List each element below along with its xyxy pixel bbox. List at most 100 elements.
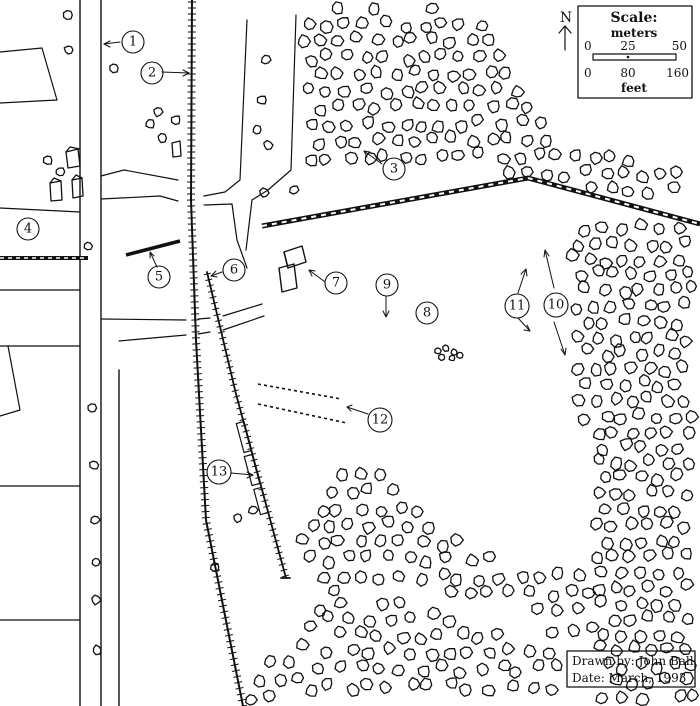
tree xyxy=(577,224,591,238)
railway-tie xyxy=(226,366,234,369)
arrow-11-down xyxy=(517,317,531,332)
feature-12-mark xyxy=(329,418,334,421)
tree xyxy=(594,593,607,608)
railway-tie xyxy=(266,516,274,520)
tree xyxy=(661,546,674,560)
tree xyxy=(635,470,649,482)
railway-tie xyxy=(224,360,232,363)
tree xyxy=(653,167,667,181)
tree xyxy=(314,66,329,80)
feature-12-mark xyxy=(305,413,310,416)
railway-tie xyxy=(277,557,285,561)
railway-tie xyxy=(229,657,238,661)
tree xyxy=(542,647,556,660)
tree xyxy=(521,135,534,148)
tree xyxy=(458,683,472,698)
tree xyxy=(625,515,639,531)
tree xyxy=(619,537,634,552)
tree xyxy=(322,555,336,570)
tree xyxy=(613,413,628,426)
tree xyxy=(63,45,74,55)
tree xyxy=(438,353,446,362)
tree xyxy=(472,145,484,159)
callout-2: 2 xyxy=(140,61,164,85)
tree xyxy=(153,107,164,118)
tree xyxy=(665,269,677,281)
tree xyxy=(634,439,647,454)
tree xyxy=(42,155,53,165)
railway-tie xyxy=(206,539,215,543)
tree xyxy=(483,647,496,659)
tree xyxy=(383,549,394,561)
tree xyxy=(397,631,412,645)
callout-3-label: 3 xyxy=(390,162,398,177)
tree xyxy=(516,571,530,585)
railway-tie xyxy=(235,687,244,690)
callout-6-label: 6 xyxy=(230,263,238,278)
tree xyxy=(490,627,505,641)
tree xyxy=(582,587,597,600)
callouts: 1 2 3 4 5 6 7 8 9 10 11 12 13 xyxy=(16,30,569,485)
tree xyxy=(670,318,684,332)
tree xyxy=(510,84,526,98)
railway-tie xyxy=(205,534,214,537)
tree xyxy=(425,2,440,15)
tree-cover xyxy=(42,1,700,706)
tree xyxy=(391,534,404,547)
tree xyxy=(312,138,326,152)
railway-tie xyxy=(203,528,212,531)
tree xyxy=(401,520,415,534)
tree xyxy=(473,49,488,63)
tree xyxy=(672,254,686,267)
callout-12: 12 xyxy=(367,407,393,433)
tree xyxy=(304,55,319,68)
tree xyxy=(91,594,102,606)
tree xyxy=(339,119,354,132)
tree xyxy=(680,578,695,591)
feature-12-mark xyxy=(341,421,346,424)
tree xyxy=(680,547,692,560)
arrow-1 xyxy=(103,41,121,45)
tree xyxy=(356,534,367,548)
tree xyxy=(675,359,689,374)
tree xyxy=(90,515,102,525)
tree xyxy=(631,282,644,297)
feature-12-mark xyxy=(323,417,328,420)
tree xyxy=(608,614,623,628)
tree xyxy=(625,678,639,692)
railway-tie xyxy=(231,389,239,392)
tree xyxy=(331,1,344,15)
tree xyxy=(600,470,612,484)
feature-12-mark xyxy=(269,385,274,388)
tree xyxy=(635,657,649,670)
tree xyxy=(486,100,500,114)
tree xyxy=(352,98,366,112)
tree xyxy=(584,252,598,266)
tree xyxy=(603,149,616,163)
feature-12-mark xyxy=(335,419,340,423)
rail-car xyxy=(235,420,253,454)
tree xyxy=(611,580,624,594)
railway-tie xyxy=(202,522,211,525)
railway-tie xyxy=(239,418,247,422)
tree xyxy=(640,390,652,403)
tree xyxy=(667,505,681,520)
tree xyxy=(333,596,348,609)
north-label: N xyxy=(560,10,572,26)
tree xyxy=(313,33,328,47)
tree xyxy=(657,301,671,313)
tree xyxy=(579,377,592,389)
tree xyxy=(670,631,686,644)
fence-main xyxy=(261,175,700,229)
tree xyxy=(492,572,506,587)
credit-box: Drawn by: John Ball Date: March, 1993 xyxy=(566,650,696,688)
tree xyxy=(650,413,663,425)
tree xyxy=(380,86,394,101)
tree xyxy=(87,403,98,413)
tree xyxy=(565,583,579,598)
scale-lower-tick-80: 80 xyxy=(620,66,635,80)
tree xyxy=(673,566,685,581)
tree xyxy=(372,573,385,586)
tree xyxy=(598,283,613,297)
tree xyxy=(470,631,484,646)
